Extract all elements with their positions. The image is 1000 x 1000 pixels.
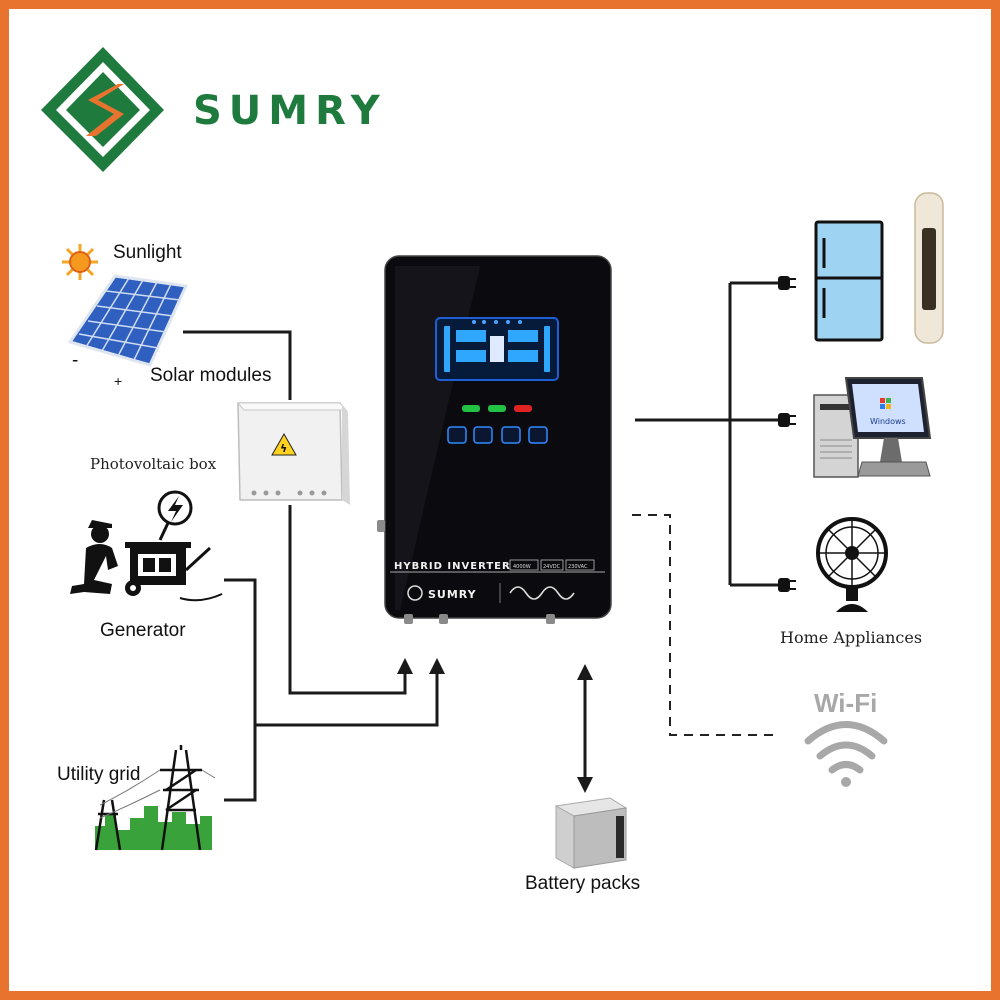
solar-minus: - [72, 350, 78, 371]
inverter-brand: SUMRY [428, 588, 477, 601]
sumry-logo [41, 47, 164, 172]
inverter-title: HYBRID INVERTER [394, 561, 511, 572]
generator-icon [70, 490, 223, 602]
brand-name: SUMRY [193, 88, 387, 134]
generator-label: Generator [100, 620, 186, 641]
wifi-dot [841, 777, 851, 787]
wifi-label: Wi-Fi [814, 688, 877, 718]
utility-grid-label: Utility grid [57, 764, 140, 785]
plug-icon [778, 578, 796, 592]
home-appliances-label: Home Appliances [780, 628, 922, 647]
plug-icon [778, 413, 796, 427]
plug-icon [778, 276, 796, 290]
solar-panel-icon [67, 274, 189, 367]
inverter-spec-ac: 230VAC [568, 564, 588, 570]
pv-box-icon: ϟ [236, 402, 350, 505]
solar-plus: + [114, 373, 122, 389]
pv-box-label: Photovoltaic box [90, 455, 217, 473]
sun-icon [62, 244, 98, 280]
utility-grid-icon [94, 745, 216, 851]
wiring [183, 281, 780, 802]
wifi-icon [804, 721, 888, 774]
fan-icon [816, 517, 888, 612]
sunlight-label: Sunlight [113, 242, 182, 263]
svg-text:ϟ: ϟ [280, 442, 287, 455]
battery-packs-label: Battery packs [525, 873, 640, 894]
refrigerator-icon [814, 220, 884, 342]
battery-pack-icon [554, 797, 628, 869]
inverter-spec-power: 4000W [513, 564, 531, 570]
hybrid-inverter [377, 255, 612, 624]
computer-icon [813, 377, 932, 478]
air-conditioner-icon [914, 192, 944, 344]
inverter-spec-dc: 24VDC [543, 564, 561, 570]
solar-modules-label: Solar modules [150, 365, 271, 386]
monitor-text: Windows [870, 417, 906, 426]
